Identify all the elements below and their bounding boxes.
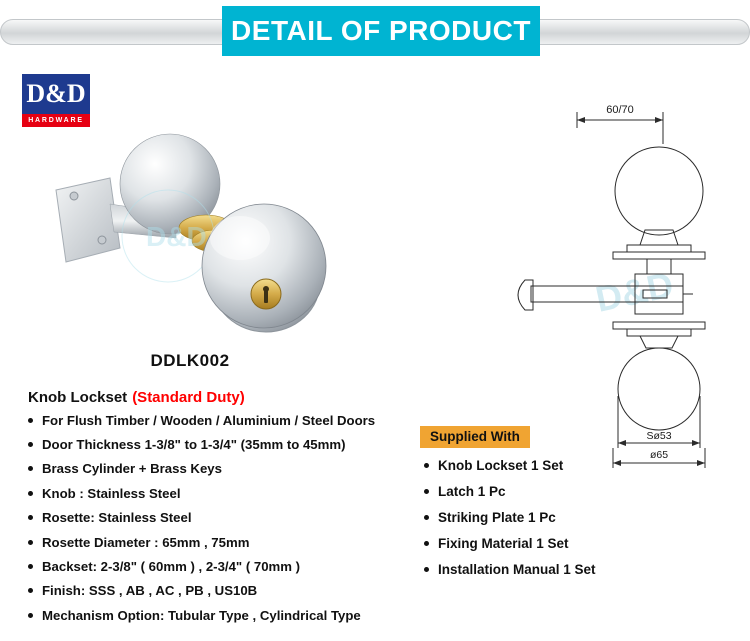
bullet-dot xyxy=(424,514,429,520)
spec-list: For Flush Timber / Wooden / Aluminium / … xyxy=(28,408,375,628)
watermark-text: D&D xyxy=(592,264,677,320)
bullet-dot xyxy=(28,466,33,472)
specs-heading-subtitle: (Standard Duty) xyxy=(132,389,245,406)
spec-item: Rosette: Stainless Steel xyxy=(28,506,375,530)
bullet-dot xyxy=(28,539,33,545)
spec-item-label: Knob : Stainless Steel xyxy=(42,485,181,501)
keyhole xyxy=(263,286,269,303)
bullet-dot xyxy=(28,564,33,570)
supplied-item: Latch 1 Pc xyxy=(424,478,596,504)
bullet-dot xyxy=(28,588,33,594)
supplied-with-title: Supplied With xyxy=(420,426,530,448)
dim-label-top: 60/70 xyxy=(606,104,634,116)
supplied-item: Installation Manual 1 Set xyxy=(424,556,596,582)
supplied-item-label: Striking Plate 1 Pc xyxy=(438,509,556,525)
spec-item: Rosette Diameter : 65mm , 75mm xyxy=(28,530,375,554)
supplied-item: Fixing Material 1 Set xyxy=(424,530,596,556)
spec-item-label: Backset: 2-3/8" ( 60mm ) , 2-3/4" ( 70mm… xyxy=(42,559,301,575)
spec-item-label: For Flush Timber / Wooden / Aluminium / … xyxy=(42,412,376,428)
spec-item: Finish: SSS , AB , AC , PB , US10B xyxy=(28,579,375,603)
spec-item-label: Mechanism Option: Tubular Type , Cylindr… xyxy=(42,607,361,623)
bullet-dot xyxy=(28,515,33,521)
supplied-item-label: Knob Lockset 1 Set xyxy=(438,457,564,473)
supplied-item-label: Latch 1 Pc xyxy=(438,483,506,499)
lower-knob xyxy=(612,321,706,431)
spec-item: Knob : Stainless Steel xyxy=(28,481,375,505)
bullet-dot xyxy=(424,462,429,468)
bullet-dot xyxy=(28,417,33,423)
supplied-item-label: Fixing Material 1 Set xyxy=(438,535,569,551)
dimension-knob xyxy=(617,396,701,448)
model-label: DDLK002 xyxy=(150,351,230,370)
bullet-dot xyxy=(28,442,33,448)
supplied-list: Knob Lockset 1 Set Latch 1 Pc Striking P… xyxy=(424,452,596,582)
logo-text: D&D xyxy=(22,74,90,114)
drawing-watermark: D&D xyxy=(592,264,677,320)
dimension-top xyxy=(576,112,664,144)
supplied-item-label: Installation Manual 1 Set xyxy=(438,561,596,577)
watermark-stamp: D&D xyxy=(121,189,215,283)
spec-item-label: Rosette: Stainless Steel xyxy=(42,510,192,526)
spec-item: For Flush Timber / Wooden / Aluminium / … xyxy=(28,408,375,432)
specs-heading-title: Knob Lockset xyxy=(28,389,128,406)
watermark-text: D&D xyxy=(146,221,207,252)
bullet-dot xyxy=(424,566,429,572)
upper-knob xyxy=(612,146,706,274)
bullet-dot xyxy=(424,540,429,546)
tech-drawing: D&D xyxy=(517,104,706,468)
spec-item: Mechanism Option: Tubular Type , Cylindr… xyxy=(28,603,375,627)
bullet-dot xyxy=(28,490,33,496)
supplied-item: Knob Lockset 1 Set xyxy=(424,452,596,478)
dimension-rose xyxy=(612,448,706,468)
brand-logo: D&D HARDWARE xyxy=(22,74,90,127)
spec-item: Backset: 2-3/8" ( 60mm ) , 2-3/4" ( 70mm… xyxy=(28,554,375,578)
spec-item: Brass Cylinder + Brass Keys xyxy=(28,457,375,481)
spec-item-label: Door Thickness 1-3/8" to 1-3/4" (35mm to… xyxy=(42,437,346,453)
logo-subtext: HARDWARE xyxy=(22,114,90,127)
bullet-dot xyxy=(28,612,33,618)
latch-assembly xyxy=(517,273,693,315)
page-title: DETAIL OF PRODUCT xyxy=(222,6,540,56)
spec-item: Door Thickness 1-3/8" to 1-3/4" (35mm to… xyxy=(28,432,375,456)
supplied-item: Striking Plate 1 Pc xyxy=(424,504,596,530)
dim-label-rose: ø65 xyxy=(650,449,668,461)
specs-heading: Knob Lockset(Standard Duty) xyxy=(28,389,245,406)
spec-item-label: Rosette Diameter : 65mm , 75mm xyxy=(42,534,250,550)
spec-item-label: Finish: SSS , AB , AC , PB , US10B xyxy=(42,583,258,599)
bullet-dot xyxy=(424,488,429,494)
front-knob xyxy=(201,203,327,333)
spec-item-label: Brass Cylinder + Brass Keys xyxy=(42,461,222,477)
dim-label-knob: Sø53 xyxy=(646,430,671,442)
product-photo: D&D xyxy=(55,133,327,333)
